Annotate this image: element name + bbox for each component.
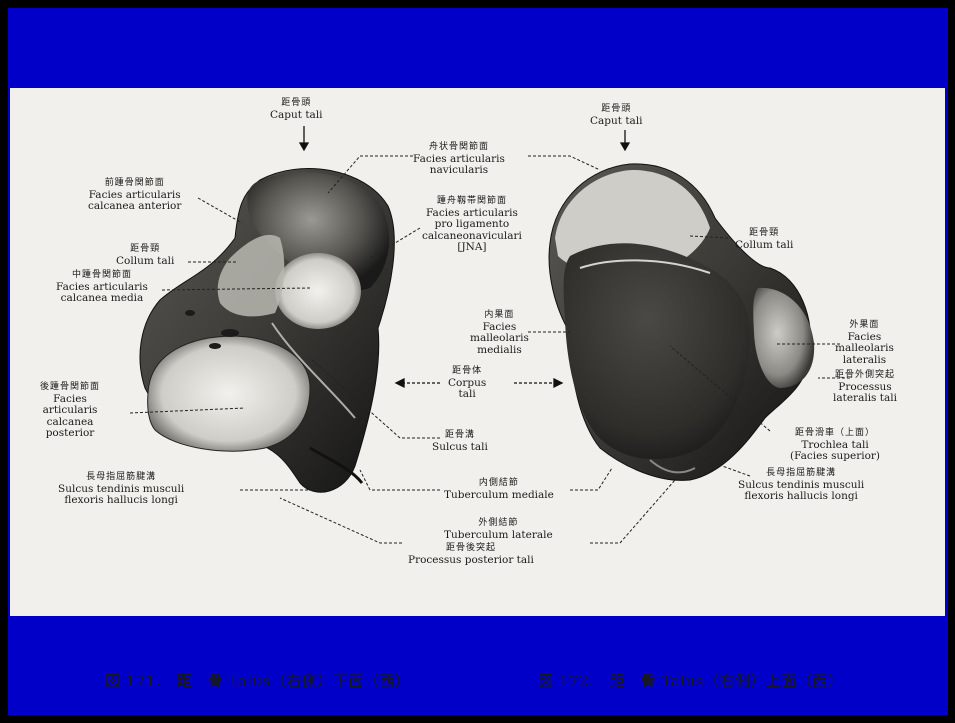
label-collum-tali-right: 距骨頸 Collum tali bbox=[735, 228, 793, 251]
label-caput-tali-right: 距骨頭 Caput tali bbox=[590, 104, 643, 127]
label-tuberculum-laterale: 外側結節 Tuberculum laterale bbox=[444, 518, 553, 541]
label-facies-malleolaris-medialis: 内果面 Facies malleolaris medialis bbox=[470, 310, 529, 356]
talus-superior-view bbox=[549, 164, 814, 481]
talus-inferior-view bbox=[140, 168, 394, 492]
label-facies-malleolaris-lateralis: 外果面 Facies malleolaris lateralis bbox=[835, 320, 894, 366]
label-sulcus-fhl-right: 長母指屈筋腱溝 Sulcus tendinis musculi flexoris… bbox=[738, 468, 864, 503]
label-collum-tali-left: 距骨頸 Collum tali bbox=[116, 244, 174, 267]
label-trochlea-tali: 距骨滑車（上面） Trochlea tali (Facies superior) bbox=[790, 428, 880, 463]
label-facies-calcanea-media: 中踵骨関節面 Facies articularis calcanea media bbox=[56, 270, 148, 305]
label-facies-calcanea-anterior: 前踵骨関節面 Facies articularis calcanea anter… bbox=[88, 178, 181, 213]
label-facies-navicularis: 舟状骨関節面 Facies articularis navicularis bbox=[413, 142, 505, 177]
label-facies-ligamento: 踵舟靱帯関節面 Facies articularis pro ligamento… bbox=[422, 196, 522, 254]
label-sulcus-fhl-left: 長母指屈筋腱溝 Sulcus tendinis musculi flexoris… bbox=[58, 472, 184, 507]
caption-fig-172: 図 172. 距 骨 Talus（右側）上面（西） bbox=[538, 670, 843, 691]
label-caput-tali-left: 距骨頭 Caput tali bbox=[270, 98, 323, 121]
label-sulcus-tali: 距骨溝 Sulcus tali bbox=[432, 430, 488, 453]
label-tuberculum-mediale: 内側結節 Tuberculum mediale bbox=[444, 478, 554, 501]
label-facies-calcanea-posterior: 後踵骨関節面 Facies articularis calcanea poste… bbox=[40, 382, 100, 440]
label-processus-lateralis-tali: 距骨外側突起 Processus lateralis tali bbox=[833, 370, 897, 405]
atlas-plate: 距骨頭 Caput tali 距骨頭 Caput tali 舟状骨関節面 Fac… bbox=[10, 88, 945, 616]
label-processus-posterior-tali: 距骨後突起 Processus posterior tali bbox=[408, 543, 534, 566]
caption-fig-171: 図 171. 距 骨 Talus（右側）下面（西） bbox=[105, 670, 410, 691]
label-corpus-tali: 距骨体 Corpus tali bbox=[448, 366, 486, 401]
